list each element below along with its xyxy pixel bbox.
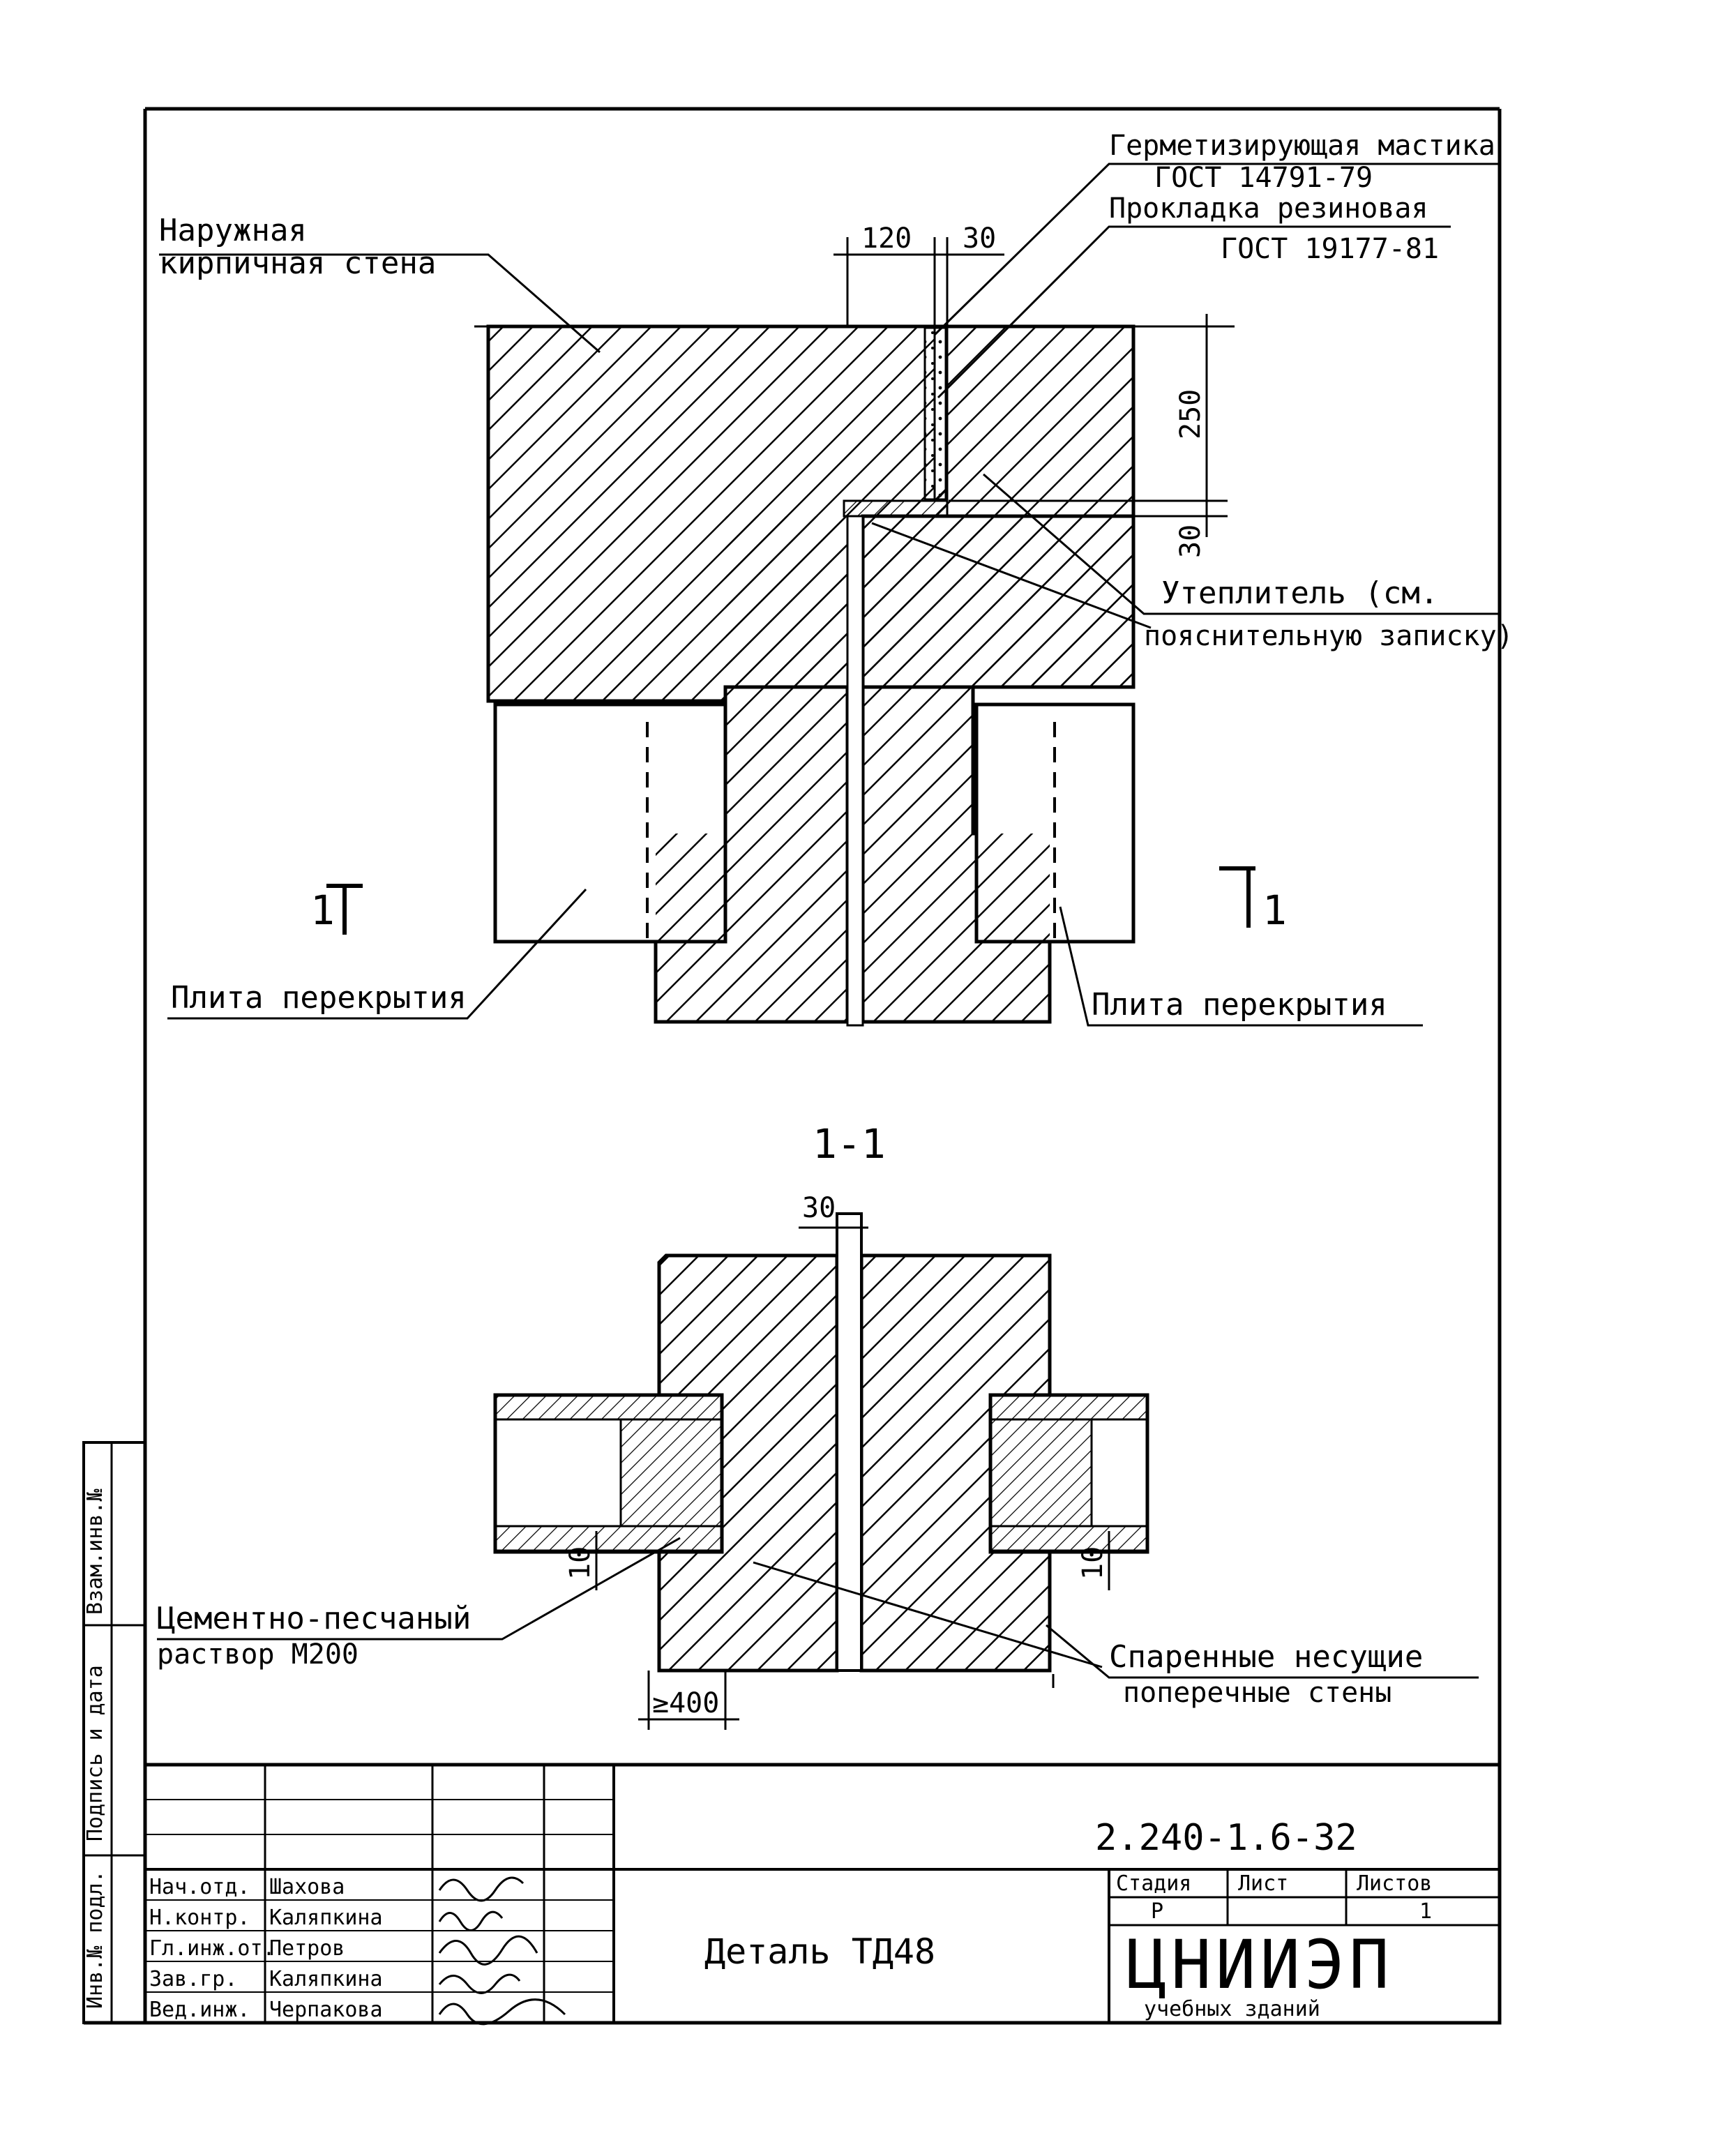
side-stamp-inv-podl: Инв.№ подл. [83,1870,107,2009]
label-walls-1: Спаренные несущие [1109,1639,1423,1675]
section-joint-gap [836,1212,863,1672]
sheets-header: Листов [1357,1871,1432,1896]
dim-30-right: 30 [1175,525,1207,558]
dim-30-top: 30 [963,223,996,255]
dim-30-section: 30 [802,1192,836,1224]
signatures [438,1876,566,2026]
side-stamp-signature-date: Подпись и дата [83,1665,107,1841]
role-4: Зав.гр. [149,1967,237,1991]
role-2: Н.контр. [149,1906,250,1930]
dim-10-left: 10 [564,1546,596,1580]
detail-title: Деталь ТД48 [704,1931,935,1972]
org-subtitle: учебных зданий [1144,1997,1320,2021]
label-gasket-2: ГОСТ 19177-81 [1221,233,1439,265]
role-5: Вед.инж. [149,1998,250,2022]
name-3: Петров [269,1936,345,1961]
section-mortar-right [989,1418,1093,1528]
side-stamp: Инв.№ подл. Подпись и дата Взам.инв.№ [82,1441,146,2024]
side-stamp-replaced-inv: Взам.инв.№ [83,1488,107,1615]
sheets-value: 1 [1419,1899,1432,1924]
label-sealant-1: Герметизирующая мастика [1109,130,1495,162]
document-code: 2.240-1.6-32 [1095,1817,1357,1859]
label-insulation-2: пояснительную записку) [1144,620,1514,652]
label-sealant-2: ГОСТ 14791-79 [1154,162,1373,194]
section-title: 1-1 [813,1120,886,1168]
name-2: Каляпкина [269,1906,383,1930]
central-joint-gap [846,515,864,1027]
rubber-gasket [923,326,947,501]
stage-header: Стадия [1116,1871,1191,1896]
label-slab-right: Плита перекрытия [1092,987,1387,1023]
dim-400: ≥400 [652,1687,719,1719]
label-outer-wall-1: Наружная [159,213,307,248]
sheet-header: Лист [1238,1871,1288,1896]
stage-value: Р [1151,1899,1163,1924]
label-mortar-2: раствор М200 [157,1638,359,1671]
dim-120: 120 [861,223,912,255]
name-5: Черпакова [269,1998,383,2022]
plan-detail: 120 30 250 30 1 1 Наружная кирпичная сте… [159,130,1514,1027]
label-gasket-1: Прокладка резиновая [1109,193,1428,225]
role-1: Нач.отд. [149,1875,250,1899]
insulation [843,485,949,518]
section-mark-left: 1 [310,887,335,934]
section-mark-right: 1 [1262,887,1287,934]
dim-250: 250 [1175,389,1207,439]
section-mortar-left [619,1418,723,1528]
label-insulation-1: Утеплитель (см. [1161,575,1438,611]
label-outer-wall-2: кирпичная стена [159,246,436,281]
dim-10-right: 10 [1077,1546,1109,1580]
name-4: Каляпкина [269,1967,383,1991]
label-slab-left: Плита перекрытия [171,980,467,1016]
section-1-1: 1-1 30 10 10 ≥400 Цементно-песчаный [157,1120,1479,1730]
org-name: ЦНИИЭП [1126,1926,1394,2004]
label-mortar-1: Цементно-песчаный [157,1601,471,1636]
name-1: Шахова [269,1875,345,1899]
label-walls-2: поперечные стены [1123,1677,1391,1709]
role-3: Гл.инж.от. [149,1936,276,1961]
right-cross-wall [861,514,1136,1024]
title-block: 2.240-1.6-32 Деталь ТД48 Стадия Лист Лис… [143,1763,1502,2026]
